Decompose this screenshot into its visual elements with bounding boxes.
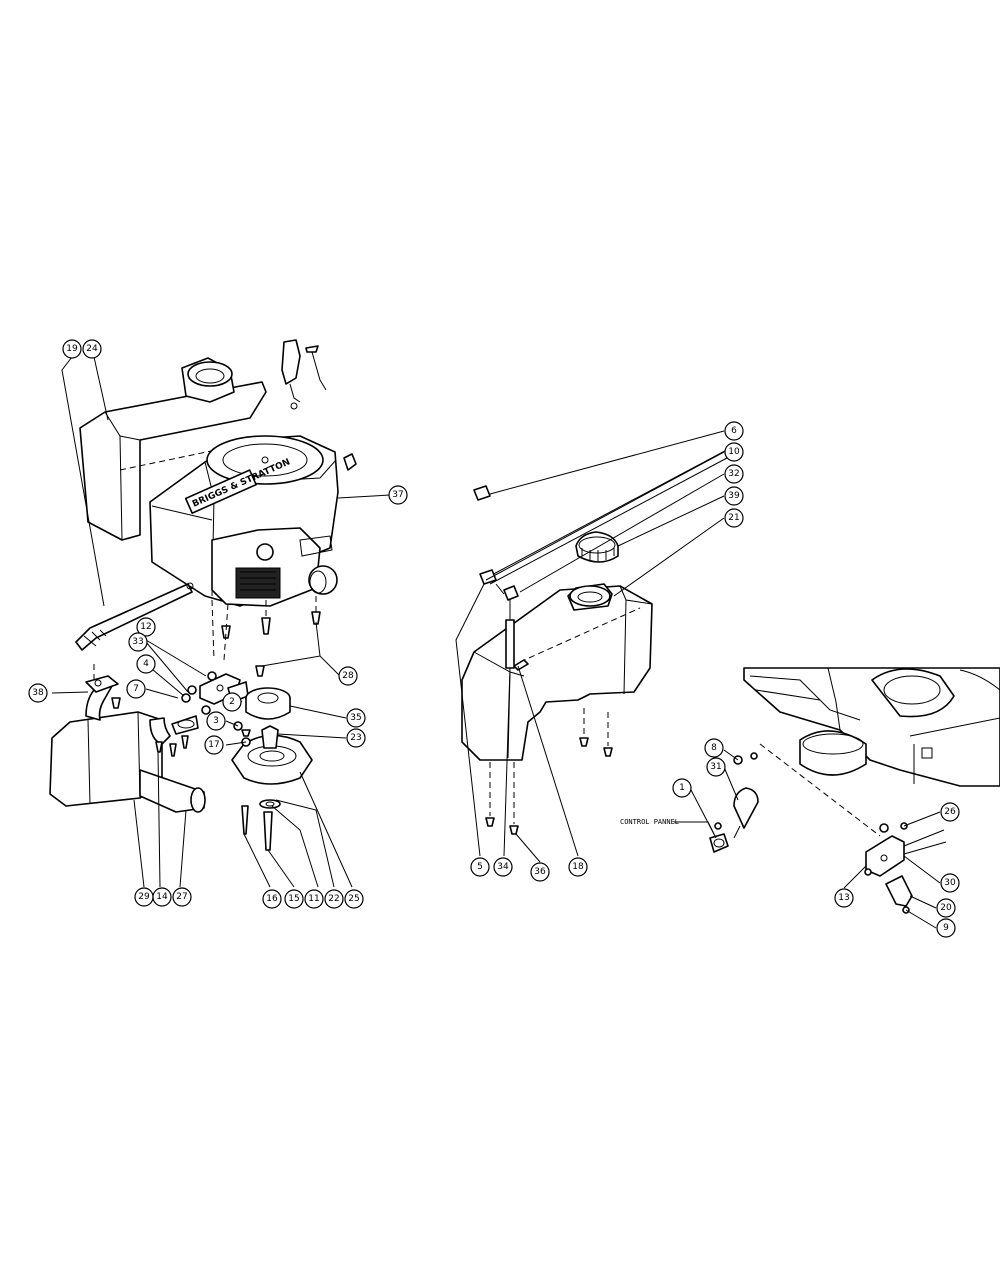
svg-text:1: 1: [679, 783, 685, 793]
svg-text:7: 7: [133, 684, 139, 694]
callout-37: 37: [388, 485, 408, 505]
fuel-tank-assembly: [461, 443, 743, 835]
svg-text:9: 9: [943, 923, 949, 933]
svg-text:39: 39: [728, 491, 740, 501]
callout-21: 21: [724, 508, 744, 528]
svg-text:5: 5: [477, 862, 483, 872]
svg-text:35: 35: [350, 713, 361, 723]
svg-text:32: 32: [728, 469, 739, 479]
callout-3: 3: [206, 711, 226, 731]
callout-23: 23: [346, 728, 366, 748]
callout-14: 14: [152, 887, 172, 907]
callout-12: 12: [136, 617, 156, 637]
callout-5: 5: [470, 857, 490, 877]
svg-text:11: 11: [308, 894, 319, 904]
svg-text:10: 10: [728, 447, 740, 457]
callout-27: 27: [172, 887, 192, 907]
svg-text:14: 14: [156, 892, 168, 902]
svg-text:4: 4: [143, 659, 149, 669]
engine-assembly: BRIGGS & STRATTON: [49, 339, 357, 851]
callouts: 19 24 37 12 33 4 7 38 28 2 35 3 23 17 29…: [28, 339, 960, 938]
callout-18: 18: [568, 857, 588, 877]
svg-text:25: 25: [348, 894, 359, 904]
callout-11: 11: [304, 889, 324, 909]
svg-text:24: 24: [86, 344, 98, 354]
svg-text:28: 28: [342, 671, 354, 681]
callout-13: 13: [834, 888, 854, 908]
callout-35: 35: [346, 708, 366, 728]
leader-lines: [51, 356, 941, 929]
callout-24: 24: [82, 339, 102, 359]
callout-6: 6: [724, 421, 744, 441]
svg-text:20: 20: [940, 903, 952, 913]
svg-text:12: 12: [140, 622, 151, 632]
callout-22: 22: [324, 889, 344, 909]
svg-text:13: 13: [838, 893, 849, 903]
svg-text:18: 18: [572, 862, 584, 872]
svg-text:37: 37: [392, 490, 403, 500]
callout-2: 2: [222, 692, 242, 712]
callout-38: 38: [28, 683, 48, 703]
callout-4: 4: [136, 654, 156, 674]
callout-34: 34: [493, 857, 513, 877]
svg-text:6: 6: [731, 426, 737, 436]
callout-26: 26: [940, 802, 960, 822]
control-panel-label: CONTROL PANNEL: [620, 818, 679, 826]
callout-33: 33: [128, 632, 148, 652]
svg-text:19: 19: [66, 344, 78, 354]
callout-10: 10: [724, 442, 744, 462]
callout-39: 39: [724, 486, 744, 506]
callout-17: 17: [204, 735, 224, 755]
control-panel-assembly: [709, 667, 1000, 914]
callout-1: 1: [672, 778, 692, 798]
callout-32: 32: [724, 464, 744, 484]
callout-20: 20: [936, 898, 956, 918]
callout-28: 28: [338, 666, 358, 686]
svg-text:33: 33: [132, 637, 143, 647]
svg-text:34: 34: [497, 862, 509, 872]
callout-9: 9: [936, 918, 956, 938]
svg-text:26: 26: [944, 807, 956, 817]
callout-30: 30: [940, 873, 960, 893]
callout-29: 29: [134, 887, 154, 907]
callout-19: 19: [62, 339, 82, 359]
callout-7: 7: [126, 679, 146, 699]
svg-text:22: 22: [328, 894, 339, 904]
svg-text:8: 8: [711, 743, 717, 753]
svg-text:36: 36: [534, 867, 546, 877]
svg-text:3: 3: [213, 716, 219, 726]
callout-31: 31: [706, 757, 726, 777]
svg-text:2: 2: [229, 697, 235, 707]
callout-15: 15: [284, 889, 304, 909]
svg-text:30: 30: [944, 878, 956, 888]
callout-36: 36: [530, 862, 550, 882]
svg-text:31: 31: [710, 762, 721, 772]
svg-text:21: 21: [728, 513, 739, 523]
svg-text:38: 38: [32, 688, 44, 698]
callout-25: 25: [344, 889, 364, 909]
svg-text:17: 17: [208, 740, 219, 750]
svg-text:16: 16: [266, 894, 278, 904]
svg-text:27: 27: [176, 892, 187, 902]
svg-text:29: 29: [138, 892, 150, 902]
svg-text:23: 23: [350, 733, 361, 743]
callout-16: 16: [262, 889, 282, 909]
callout-8: 8: [704, 738, 724, 758]
control-panel-leader: [674, 821, 715, 835]
svg-text:15: 15: [288, 894, 299, 904]
